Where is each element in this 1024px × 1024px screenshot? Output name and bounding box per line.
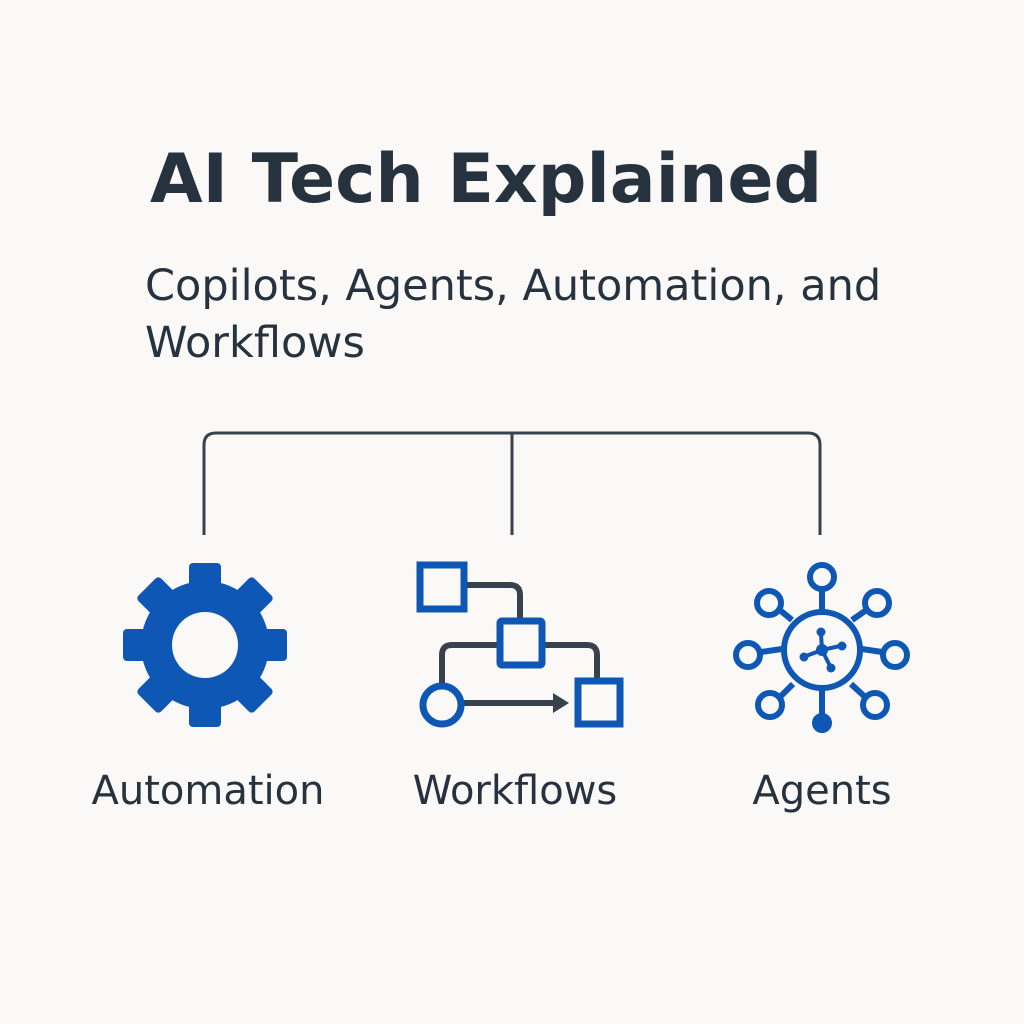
tree-connector bbox=[202, 431, 822, 535]
workflows-label: Workflows bbox=[412, 768, 618, 814]
page-subtitle: Copilots, Agents, Automation, and Workfl… bbox=[145, 261, 882, 368]
agents-label: Agents bbox=[752, 768, 892, 814]
network-hub-icon bbox=[733, 562, 910, 733]
page-title: AI Tech Explained bbox=[150, 140, 823, 219]
automation-label: Automation bbox=[91, 768, 325, 814]
gear-icon bbox=[123, 563, 287, 727]
flowchart-icon bbox=[416, 561, 624, 728]
